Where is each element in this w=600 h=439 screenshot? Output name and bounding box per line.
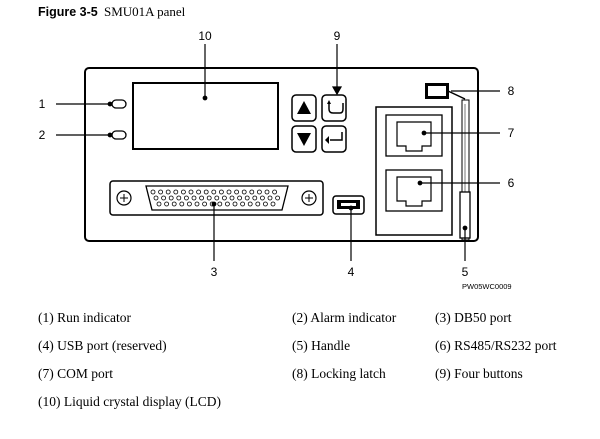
- db50-pin: [259, 195, 265, 201]
- db50-pin: [156, 201, 162, 207]
- db50-pin: [206, 195, 212, 201]
- db50-pin-row-bottom: [156, 201, 276, 207]
- db50-pin: [240, 201, 246, 207]
- db50-pin: [237, 195, 243, 201]
- db50-pin: [217, 201, 223, 207]
- button-enter[interactable]: [321, 125, 347, 153]
- callout-5: 5: [462, 265, 469, 279]
- legend-item-lcd: (10) Liquid crystal display (LCD): [38, 394, 221, 409]
- figure-number: Figure 3-5: [38, 5, 98, 19]
- db50-pin: [221, 195, 227, 201]
- db50-pin: [150, 189, 156, 195]
- figure-code: PW05WC0009: [462, 282, 512, 291]
- leader-lines: [56, 44, 500, 261]
- legend-item-alarm-indicator: (2) Alarm indicator: [292, 310, 397, 325]
- db50-pin: [224, 201, 230, 207]
- callout-2: 2: [39, 128, 46, 142]
- legend-item-run-indicator: (1) Run indicator: [38, 310, 131, 325]
- run-indicator: [111, 99, 127, 109]
- rs485-rs232-port: [385, 169, 443, 212]
- db50-pin: [275, 195, 281, 201]
- db50-pin: [153, 195, 159, 201]
- panel-diagram: 1 2 3 4 5 6 7 8 9 10 PW05WC0009: [39, 29, 515, 291]
- button-up[interactable]: [291, 94, 317, 122]
- db50-pin: [180, 189, 186, 195]
- db50-pin: [203, 189, 209, 195]
- db50-pin: [256, 189, 262, 195]
- legend-item-com-port: (7) COM port: [38, 366, 113, 381]
- db50-pin: [196, 189, 202, 195]
- db50-pin: [186, 201, 192, 207]
- db50-pin: [188, 189, 194, 195]
- db50-pin: [173, 189, 179, 195]
- db50-pin: [176, 195, 182, 201]
- com-port: [385, 114, 443, 157]
- db50-pin: [161, 195, 167, 201]
- callout-10: 10: [198, 29, 212, 43]
- callout-3: 3: [211, 265, 218, 279]
- db50-pin: [211, 189, 217, 195]
- db50-pin: [194, 201, 200, 207]
- db50-pin: [252, 195, 258, 201]
- db50-pin: [272, 189, 278, 195]
- db50-pin: [244, 195, 250, 201]
- callout-8: 8: [508, 84, 515, 98]
- db50-pin: [232, 201, 238, 207]
- callout-9: 9: [334, 29, 341, 43]
- legend-item-db50-port: (3) DB50 port: [435, 310, 512, 325]
- db50-pin: [199, 195, 205, 201]
- db50-pin: [158, 189, 164, 195]
- button-escape[interactable]: [321, 94, 347, 122]
- db50-pin: [262, 201, 268, 207]
- legend-item-rs485-port: (6) RS485/RS232 port: [435, 338, 557, 353]
- legend-item-locking-latch: (8) Locking latch: [292, 366, 386, 381]
- db50-pin: [218, 189, 224, 195]
- legend-item-usb-port: (4) USB port (reserved): [38, 338, 167, 353]
- db50-port: [109, 180, 324, 216]
- db50-pin: [179, 201, 185, 207]
- db50-pin: [234, 189, 240, 195]
- button-down[interactable]: [291, 125, 317, 153]
- db50-pin: [165, 189, 171, 195]
- legend-item-four-buttons: (9) Four buttons: [435, 366, 523, 381]
- alarm-indicator: [111, 130, 127, 140]
- callout-1: 1: [39, 97, 46, 111]
- db50-pin: [229, 195, 235, 201]
- db50-pin-row-top: [150, 189, 278, 195]
- legend-item-handle: (5) Handle: [292, 338, 351, 353]
- db50-pin: [164, 201, 170, 207]
- db50-pin: [191, 195, 197, 201]
- figure-caption: SMU01A panel: [104, 4, 186, 19]
- db50-pin: [171, 201, 177, 207]
- db50-pin: [183, 195, 189, 201]
- db50-pin: [247, 201, 253, 207]
- db50-pin: [226, 189, 232, 195]
- locking-latch: [425, 83, 466, 100]
- db50-pin: [255, 201, 261, 207]
- db50-pin: [267, 195, 273, 201]
- db50-pin: [264, 189, 270, 195]
- db50-pin: [241, 189, 247, 195]
- callout-6: 6: [508, 176, 515, 190]
- usb-port: [332, 195, 365, 215]
- db50-pin: [270, 201, 276, 207]
- db50-pin: [214, 195, 220, 201]
- db50-pin: [249, 189, 255, 195]
- figure-title: Figure 3-5 SMU01A panel: [38, 4, 185, 20]
- db50-pin-row-middle: [153, 195, 281, 201]
- db50-pin: [202, 201, 208, 207]
- db50-pin: [168, 195, 174, 201]
- callout-4: 4: [348, 265, 355, 279]
- callout-7: 7: [508, 126, 515, 140]
